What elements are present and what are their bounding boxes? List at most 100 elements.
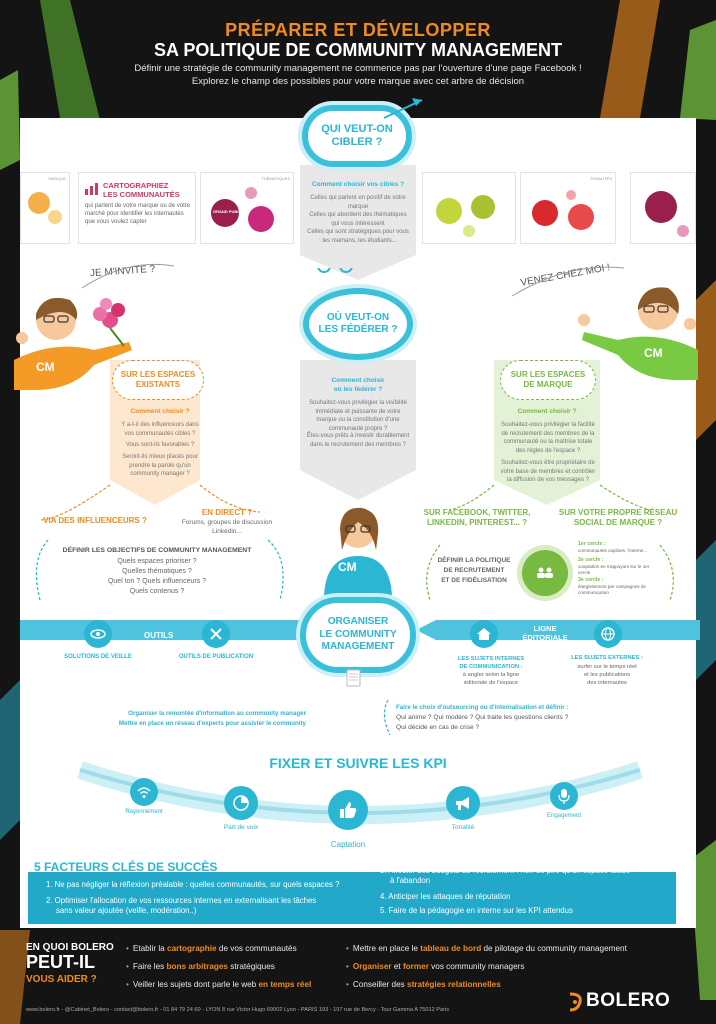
direct-title: EN DIRECT ? xyxy=(201,508,253,517)
kpi-label-captation: Captation xyxy=(330,840,366,849)
organiser-left-line2: Mettre en place un réseau d'experts pour… xyxy=(118,720,306,727)
cercle-2-text: cooptation en s'appuyant sur le 1er cerc… xyxy=(578,564,650,575)
bolero-logo-icon xyxy=(569,992,582,1012)
organiser-bubble-line3: MANAGEMENT xyxy=(321,641,395,653)
bolero-item-1: •Etablir la cartographie de vos communau… xyxy=(126,944,297,953)
organiser-right-line2: Qui décide en cas de crise ? xyxy=(396,724,480,731)
arrow-icon xyxy=(383,98,423,119)
thumbnail-marque: MARQUE xyxy=(20,172,70,244)
bolero-item-4-pre: Mettre en place le xyxy=(352,944,421,953)
cibler-item-2: Celles qui abordent des thématiques qui … xyxy=(309,212,407,227)
right-person-badge: CM xyxy=(644,346,663,360)
page-title-line1: PRÉPARER ET DÉVELOPPER xyxy=(225,20,491,40)
bolero-item-5-post: vos community managers xyxy=(428,962,525,971)
cercle-3-title: 3e cercle : xyxy=(578,577,604,583)
influenceurs-title: VIA DES INFLUENCEURS ? xyxy=(43,516,147,525)
bar-chart-icon xyxy=(85,183,98,195)
globe-icon xyxy=(594,620,622,648)
bubble-chart-icon xyxy=(436,195,495,237)
kpi-label-part-de-voix: Part de voix xyxy=(223,824,259,831)
page-subtitle-line2: Explorez le champ des possibles pour vot… xyxy=(191,76,525,87)
cercle-1-title: 1er cercle : xyxy=(578,541,606,547)
cercle-2-title: 2e cercle : xyxy=(578,557,604,563)
left-person-badge: CM xyxy=(36,360,55,374)
federer-question-line2: où les fédérer ? xyxy=(333,386,383,393)
externes-title: LES SUJETS EXTERNES : xyxy=(571,655,643,661)
bolero-item-6: •Conseiller des stratégies relationnelle… xyxy=(346,980,501,989)
thumbnail-thematiques: THÉMATIQUES GRAND PUBLIC xyxy=(200,172,294,244)
objectifs-title: DÉFINIR LES OBJECTIFS DE COMMUNITY MANAG… xyxy=(62,547,252,554)
internes-text-line1: à angler selon la ligne xyxy=(462,672,520,678)
publication-label: OUTILS DE PUBLICATION xyxy=(178,654,254,660)
thumbnail-grand-public xyxy=(630,172,696,244)
bolero-question-line1: EN QUOI BOLERO xyxy=(26,942,114,953)
tools-icon xyxy=(202,620,230,648)
thumbnail-communautes-1 xyxy=(422,172,516,244)
politique-line3: ET DE FIDÉLISATION xyxy=(441,577,507,584)
bolero-item-1-bold: cartographie xyxy=(167,944,217,953)
bolero-item-5-bold1: Organiser xyxy=(352,962,392,971)
facebook-title-line1: SUR FACEBOOK, TWITTER, xyxy=(423,508,531,517)
right-person-illustration xyxy=(578,287,698,380)
federer-item-2: Êtes-vous prêts à investir durablement d… xyxy=(306,433,410,448)
organiser-left-line1: Organiser la remontée d'information au c… xyxy=(128,710,306,717)
page-subtitle-line1: Définir une stratégie de community manag… xyxy=(134,63,582,74)
cibler-question: Comment choisir vos cibles ? xyxy=(311,181,405,188)
pie-chart-icon xyxy=(224,786,258,820)
bolero-item-1-pre: Etablir la xyxy=(132,944,168,953)
thumbnail-thematiques-title: THÉMATIQUES xyxy=(261,176,290,181)
cartographie-title-line2: LES COMMUNAUTÉS xyxy=(103,190,180,199)
facteur-2-line2: sans valeur ajoutée (veille, modération.… xyxy=(56,906,197,915)
bubble-chart-icon xyxy=(28,192,62,224)
objectifs-item-1: Quels espaces prioriser ? xyxy=(117,558,197,565)
organiser-right-line1: Qui anime ? Qui modère ? Qui traite les … xyxy=(396,714,569,721)
outils-label: OUTILS xyxy=(144,631,174,640)
bubble-chart-icon xyxy=(645,191,689,237)
facteurs-box xyxy=(28,872,676,924)
wifi-icon xyxy=(130,778,158,806)
center-person-illustration xyxy=(324,507,392,596)
left-speech-curve xyxy=(81,263,175,289)
footer-contact: www.bolero.fr - @Cabinet_Bolero - contac… xyxy=(26,1007,450,1013)
community-circle xyxy=(522,550,568,596)
bubble-chart-icon xyxy=(211,187,274,232)
espaces-existants-item-2: Vous sont-ils favorables ? xyxy=(125,442,195,448)
ligne-label-line1: LIGNE xyxy=(533,624,557,633)
cibler-bubble-line1: QUI VEUT-ON xyxy=(321,122,393,135)
espaces-marque-item-1: Souhaitez-vous privilégier la facilité d… xyxy=(501,422,595,455)
objectifs-item-4: Quels contenus ? xyxy=(129,588,185,595)
bolero-logo: BOLERO xyxy=(586,990,671,1011)
organiser-right-title: Faire le choix d'outsourcing ou d'intern… xyxy=(396,704,569,711)
bubble-chart-icon xyxy=(532,190,594,230)
facteur-5: 5. Faire de la pédagogie en interne sur … xyxy=(380,906,573,915)
objectifs-item-3: Quel ton ? Quels influenceurs ? xyxy=(107,578,207,585)
bolero-item-6-pre: Conseiller des xyxy=(352,980,408,989)
veille-label: SOLUTIONS DE VEILLE xyxy=(64,654,132,660)
cercle-1-text: communautés captives, l'interne... xyxy=(578,548,648,553)
cibler-item-1: Celles qui parlent en positif de votre m… xyxy=(310,195,406,210)
federer-question-line1: Comment choisir xyxy=(331,377,385,384)
bolero-item-3-bold: en temps réel xyxy=(258,980,312,989)
facteur-1: 1. Ne pas négliger la réflexion préalabl… xyxy=(46,880,340,889)
espaces-existants-title-line2: EXISTANTS xyxy=(135,380,181,389)
organiser-bubble: ORGANISER LE COMMUNITY MANAGEMENT xyxy=(300,597,416,673)
bolero-item-2-post: stratégiques xyxy=(227,962,275,971)
politique-line2: DE RECRUTEMENT xyxy=(443,567,505,574)
bolero-item-3-pre: Veiller les sujets dont parle le web xyxy=(132,980,259,989)
espaces-existants-title-line1: SUR LES ESPACES xyxy=(120,370,196,379)
facteur-2-line1: 2. Optimiser l'allocation de vos ressour… xyxy=(46,896,317,905)
page-title-line2: SA POLITIQUE DE COMMUNITY MANAGEMENT xyxy=(153,40,562,60)
ligne-label-line2: ÉDITORIALE xyxy=(522,633,568,642)
organiser-bubble-line1: ORGANISER xyxy=(327,616,389,628)
location-pin-icon xyxy=(317,268,353,273)
kpi-label-tonalite: Tonalité xyxy=(451,824,475,831)
externes-text-line2: et les publications xyxy=(583,672,631,678)
facteur-3-line2: à l'abandon xyxy=(390,876,431,885)
left-person-illustration xyxy=(14,297,132,390)
federer-bubble-line2: LES FÉDÉRER ? xyxy=(318,324,398,335)
thumbnail-tonalites: TONALITÉS xyxy=(520,172,616,244)
eye-icon xyxy=(84,620,112,648)
espaces-existants-question: Comment choisir ? xyxy=(130,408,190,415)
federer-bubble-line1: OÙ VEUT-ON xyxy=(326,311,390,323)
